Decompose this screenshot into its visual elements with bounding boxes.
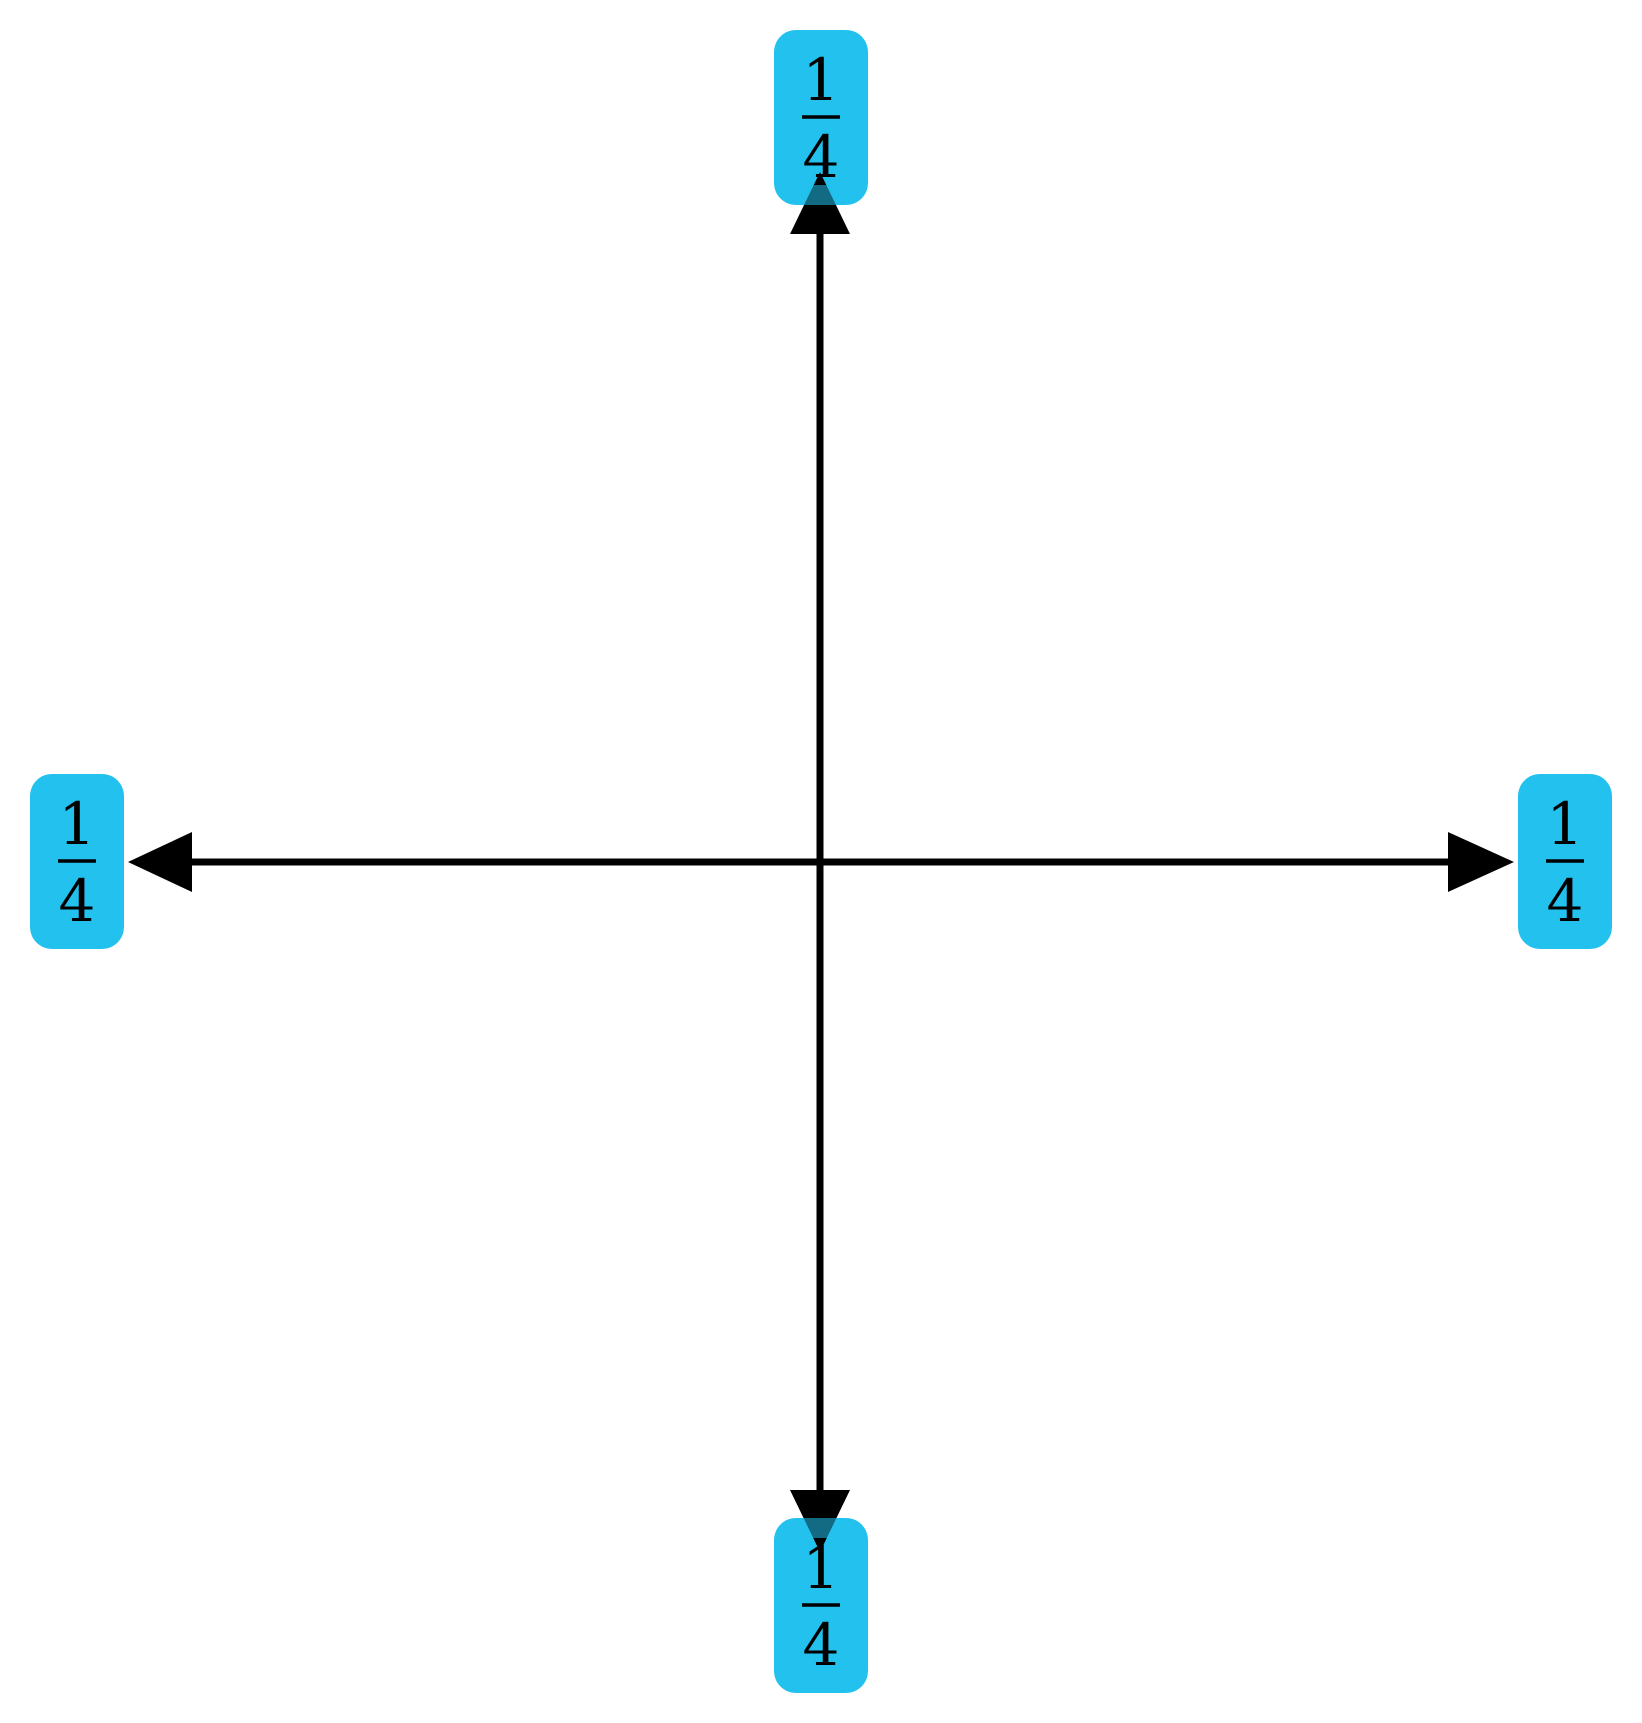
node-left: 1 4 xyxy=(30,774,124,949)
node-top-numerator: 1 xyxy=(803,46,840,114)
node-right-denominator: 4 xyxy=(1547,867,1584,935)
node-left-numerator: 1 xyxy=(59,790,96,858)
arrow-right-head xyxy=(1448,832,1514,892)
node-top: 1 4 xyxy=(774,30,868,205)
node-right-numerator: 1 xyxy=(1547,790,1584,858)
node-bottom-denominator: 4 xyxy=(803,1611,840,1679)
node-top-overlay xyxy=(797,185,845,205)
node-bottom: 1 4 xyxy=(774,1518,868,1693)
node-left-denominator: 4 xyxy=(59,867,96,935)
arrow-left-head xyxy=(128,832,192,892)
node-right: 1 4 xyxy=(1518,774,1612,949)
node-bottom-overlay xyxy=(797,1518,845,1538)
